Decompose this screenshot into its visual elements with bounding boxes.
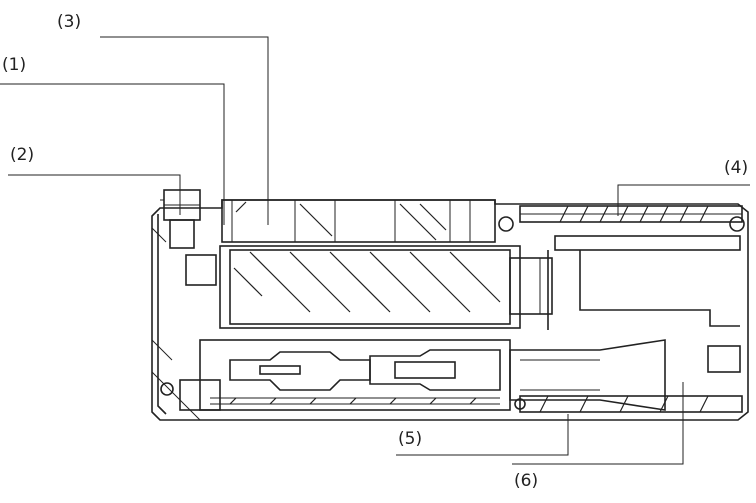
callout-label-3: (3) <box>57 12 81 32</box>
leader-lines <box>0 36 750 465</box>
leader-line-1 <box>0 83 225 225</box>
callout-label-4: (4) <box>724 158 748 178</box>
leader-line-2 <box>8 174 181 215</box>
callout-label-1: (1) <box>2 55 26 75</box>
upper-block <box>221 199 514 243</box>
leader-line-6 <box>512 382 684 465</box>
lower-shaft <box>199 339 511 411</box>
callout-label-6: (6) <box>514 471 538 491</box>
left-fitting <box>160 189 221 411</box>
leader-line-3 <box>100 36 269 225</box>
rotor <box>219 245 553 329</box>
leader-line-5 <box>396 414 569 456</box>
callout-label-5: (5) <box>398 429 422 449</box>
leader-line-4 <box>617 184 750 216</box>
right-section <box>509 205 745 413</box>
callout-label-2: (2) <box>10 145 34 165</box>
